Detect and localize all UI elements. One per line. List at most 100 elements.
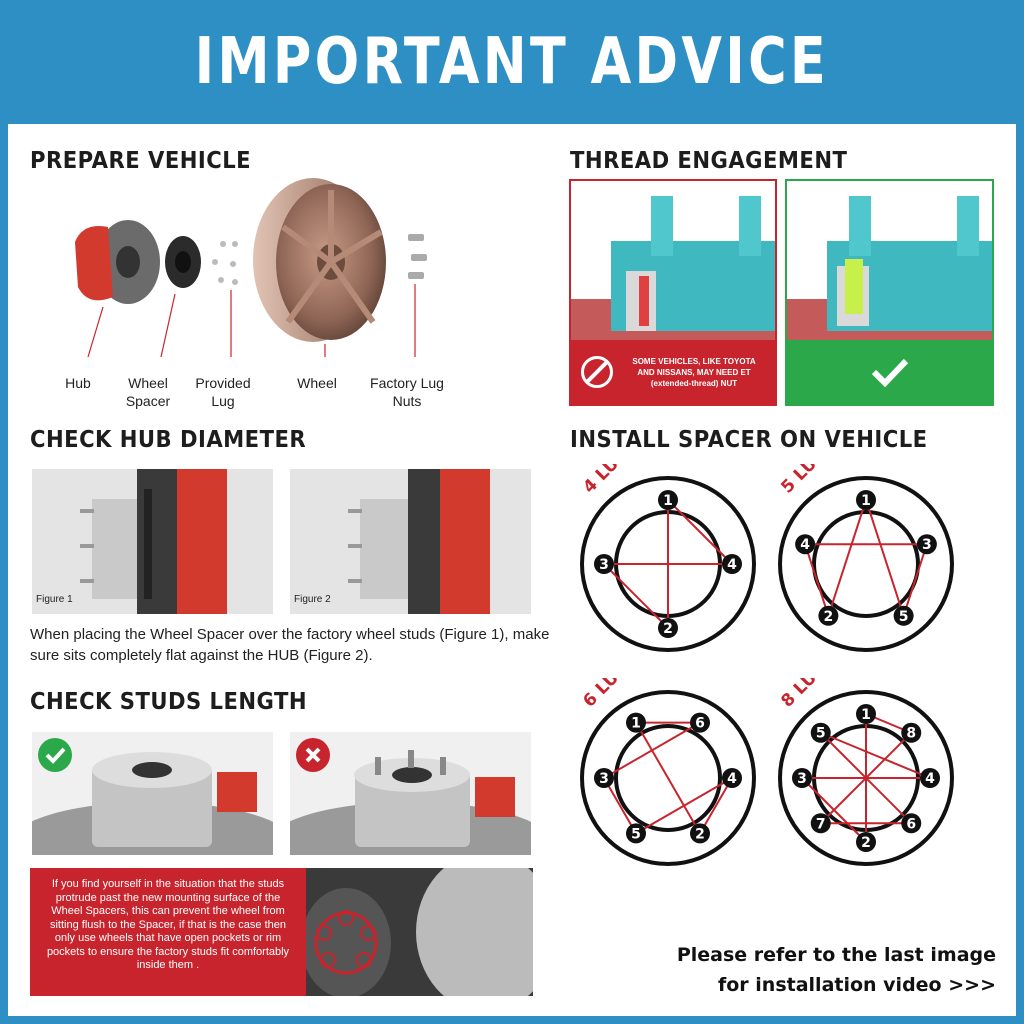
svg-text:3: 3: [599, 771, 609, 787]
figure-2-caption: Figure 2: [294, 594, 331, 605]
lug-number: 3: [792, 768, 812, 788]
thread-warning-text: SOME VEHICLES, LIKE TOYOTA AND NISSANS, …: [632, 356, 756, 388]
svg-text:2: 2: [861, 835, 871, 851]
svg-text:1: 1: [861, 707, 871, 723]
x-circle-icon: [296, 738, 330, 772]
sequence-line: [603, 777, 637, 834]
studs-bad-image: [290, 732, 531, 855]
lug-number: 1: [658, 490, 678, 510]
footer-line-2: for installation video >>>: [717, 974, 996, 996]
thread-bad-illustration: [571, 196, 775, 341]
inner-ring: [812, 510, 920, 618]
svg-text:1: 1: [631, 716, 641, 732]
thread-ok-banner: [787, 340, 992, 404]
check-studs-heading: CHECK STUDS LENGTH: [30, 689, 308, 715]
svg-text:6: 6: [695, 716, 705, 732]
lug-number: 1: [856, 704, 876, 724]
content-panel: PREPARE VEHICLE: [8, 124, 1016, 1016]
sequence-line: [820, 732, 912, 824]
sequence-line: [603, 563, 669, 629]
lug-number: 2: [856, 832, 876, 852]
svg-text:4: 4: [925, 771, 935, 787]
sequence-line: [635, 777, 733, 835]
svg-text:4: 4: [727, 557, 737, 573]
svg-text:3: 3: [922, 537, 932, 553]
studs-bad-illustration: [290, 750, 531, 855]
lug-number: 6: [901, 813, 922, 834]
check-circle-icon: [38, 738, 72, 772]
lug-number: 5: [893, 605, 914, 626]
svg-text:2: 2: [663, 621, 673, 637]
sequence-line: [667, 499, 733, 565]
thread-good-illustration: [787, 196, 992, 341]
lug-number: 2: [690, 823, 710, 844]
hub-figure-2: Figure 2: [290, 469, 531, 614]
prohibited-icon: [581, 356, 613, 388]
page-title: IMPORTANT ADVICE: [194, 25, 830, 99]
svg-text:5: 5: [631, 826, 641, 842]
label-factory-lug-nuts: Factory Lug Nuts: [370, 375, 444, 409]
sequence-line: [699, 777, 733, 834]
lug-number: 1: [856, 490, 876, 510]
label-wheel-spacer: Wheel Spacer: [125, 375, 171, 409]
lug-number: 1: [626, 712, 646, 733]
lug-number: 4: [795, 534, 816, 555]
sequence-line: [865, 499, 905, 617]
lug-number: 6: [690, 712, 710, 733]
svg-text:5: 5: [899, 609, 909, 625]
svg-text:2: 2: [824, 609, 834, 625]
sequence-line: [804, 543, 830, 617]
hub-instructions: When placing the Wheel Spacer over the f…: [30, 626, 550, 664]
thread-bad-example: SOME VEHICLES, LIKE TOYOTA AND NISSANS, …: [569, 179, 777, 406]
sequence-line: [827, 499, 867, 617]
thread-warning-banner: SOME VEHICLES, LIKE TOYOTA AND NISSANS, …: [571, 340, 775, 404]
lug-number: 2: [658, 618, 678, 638]
lug-number: 4: [920, 768, 940, 788]
label-wheel: Wheel: [297, 375, 337, 391]
checkmark-icon: [871, 358, 908, 388]
header-banner: IMPORTANT ADVICE: [0, 0, 1024, 124]
check-hub-heading: CHECK HUB DIAMETER: [30, 427, 307, 453]
hub-figure-1-illustration: [80, 469, 227, 614]
svg-text:5: 5: [816, 726, 826, 742]
lug-number: 3: [594, 768, 614, 788]
svg-text:1: 1: [861, 493, 871, 509]
svg-text:1: 1: [663, 493, 673, 509]
installation-video-note: Please refer to the last image for insta…: [608, 940, 996, 1000]
sequence-line: [820, 731, 931, 779]
label-hub: Hub: [65, 375, 91, 391]
studs-good-image: [32, 732, 273, 855]
thread-engagement-heading: THREAD ENGAGEMENT: [570, 148, 848, 174]
label-provided-lug: Provided Lug: [195, 375, 251, 409]
hub-figure-1: Figure 1: [32, 469, 273, 614]
lug-number: 4: [722, 554, 742, 574]
lug-number: 2: [818, 605, 839, 626]
hub-figure-2-illustration: [348, 469, 490, 614]
lug-number: 5: [626, 823, 646, 844]
svg-text:3: 3: [797, 771, 807, 787]
sequence-line: [902, 543, 928, 617]
studs-good-illustration: [32, 752, 273, 855]
lug-number: 4: [722, 768, 742, 788]
figure-1-caption: Figure 1: [36, 594, 73, 605]
rim-pocket-illustration: [306, 868, 533, 996]
svg-text:4: 4: [727, 771, 737, 787]
lug-number: 3: [594, 554, 614, 574]
sequence-line: [603, 721, 701, 779]
svg-text:8: 8: [906, 726, 916, 742]
footer-line-1: Please refer to the last image: [676, 944, 996, 966]
rim-pocket-image: [306, 868, 533, 996]
lug-number: 8: [901, 722, 922, 743]
prepare-vehicle-illustration: [75, 178, 427, 358]
thread-good-example: [785, 179, 994, 406]
svg-text:6: 6: [906, 816, 916, 832]
svg-text:3: 3: [599, 557, 609, 573]
svg-text:2: 2: [695, 826, 705, 842]
studs-warning-note: If you find yourself in the situation th…: [30, 868, 306, 996]
lug-number: 5: [810, 722, 831, 743]
install-spacer-heading: INSTALL SPACER ON VEHICLE: [570, 427, 928, 453]
